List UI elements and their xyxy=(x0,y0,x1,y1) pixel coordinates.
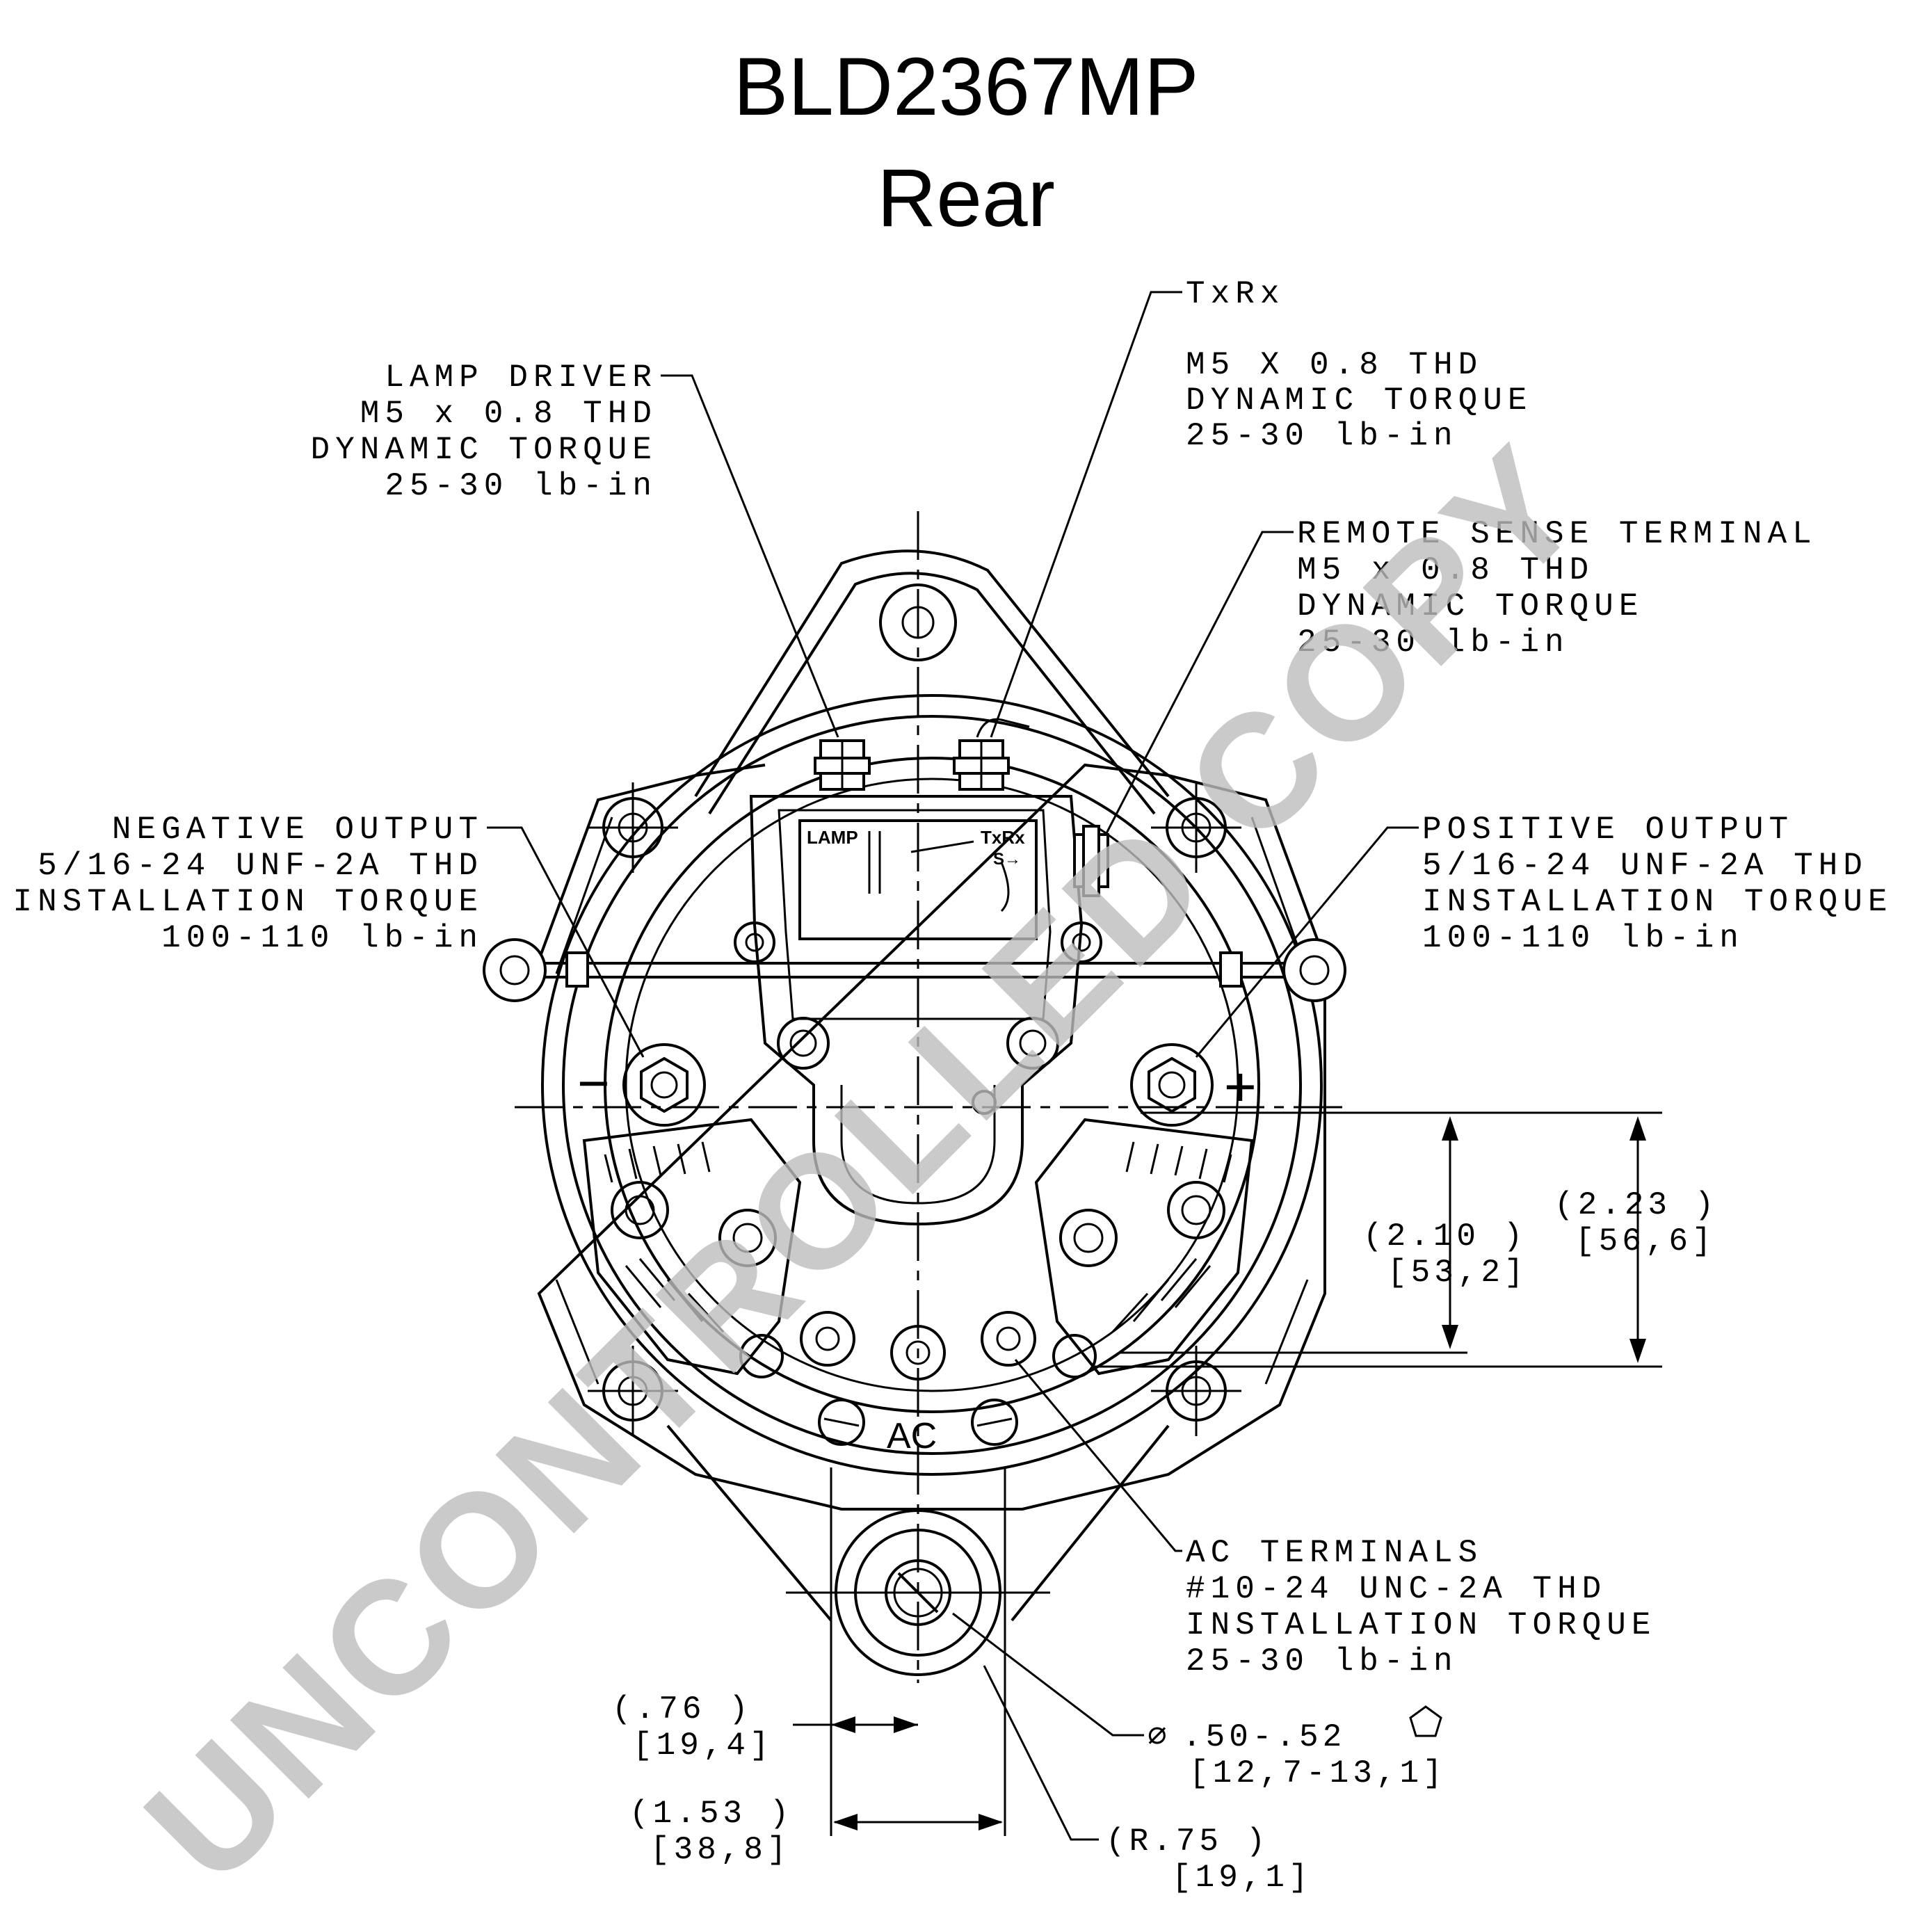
sense-terminal-label: S→ xyxy=(993,850,1021,869)
callout-lamp-driver: LAMP DRIVER M5 x 0.8 THD DYNAMIC TORQUE … xyxy=(311,360,657,504)
remote-sense-line-2: M5 x 0.8 THD xyxy=(1297,552,1594,588)
txrx-terminal-label: TxRx xyxy=(981,827,1025,848)
ac-terminals-line-2: #10-24 UNC-2A THD xyxy=(1186,1571,1607,1607)
lamp-driver-line-4: 25-30 lb-in xyxy=(385,468,657,504)
height-b-inch: (2.23 ) xyxy=(1554,1187,1718,1223)
rectifier-right xyxy=(1034,1118,1254,1376)
ac-terminals: AC xyxy=(739,1311,1097,1456)
ac-label: AC xyxy=(887,1416,937,1456)
lamp-driver-line-1: LAMP DRIVER xyxy=(385,360,657,396)
radius-inch: (R.75 ) xyxy=(1106,1824,1269,1860)
negative-output-terminal: − xyxy=(577,1043,706,1127)
txrx-line-4: 25-30 lb-in xyxy=(1186,418,1458,454)
housing-outer xyxy=(541,694,1323,1476)
left-strap-eye xyxy=(483,938,547,1002)
watermark-uncontrolled-copy: UNCONTROLLED COPY xyxy=(112,411,1618,1917)
positive-output-line-2: 5/16-24 UNF-2A THD xyxy=(1422,848,1868,884)
diameter-symbol: ⌀ xyxy=(1148,1719,1171,1755)
ac-terminals-line-4: 25-30 lb-in xyxy=(1186,1643,1458,1680)
ac-terminals-line-3: INSTALLATION TORQUE xyxy=(1186,1607,1657,1643)
txrx-line-1: TxRx xyxy=(1186,276,1285,312)
height-b-mm: [56,6] xyxy=(1575,1223,1716,1259)
negative-output-line-4: 100-110 lb-in xyxy=(161,920,483,956)
callout-ac-terminals: AC TERMINALS #10-24 UNC-2A THD INSTALLAT… xyxy=(1186,1535,1657,1680)
positive-sign: + xyxy=(1224,1056,1257,1118)
negative-output-line-3: INSTALLATION TORQUE xyxy=(13,884,484,920)
remote-sense-line-4: 25-30 lb-in xyxy=(1297,625,1570,661)
model-title: BLD2367MP xyxy=(733,41,1198,133)
right-strap-eye xyxy=(1282,938,1346,1002)
negative-output-line-1: NEGATIVE OUTPUT xyxy=(112,812,483,848)
ac-terminals-line-1: AC TERMINALS xyxy=(1186,1535,1483,1571)
height-a-mm: [53,2] xyxy=(1387,1255,1528,1291)
lamp-driver-line-3: DYNAMIC TORQUE xyxy=(311,432,657,468)
txrx-terminal xyxy=(953,718,1030,791)
radius-mm: [19,1] xyxy=(1172,1860,1312,1896)
txrx-line-2: M5 X 0.8 THD xyxy=(1186,347,1483,383)
remote-sense-line-3: DYNAMIC TORQUE xyxy=(1297,588,1643,625)
dimension-hole: ⌀ .50-.52 [12,7-13,1] (R.75 ) [19,1] xyxy=(1106,1705,1447,1896)
width-mm: [38,8] xyxy=(650,1832,791,1868)
callout-negative-output: NEGATIVE OUTPUT 5/16-24 UNF-2A THD INSTA… xyxy=(13,812,484,956)
diameter-mm: [12,7-13,1] xyxy=(1189,1755,1447,1792)
negative-sign: − xyxy=(577,1052,610,1114)
rectifier-left xyxy=(582,1118,802,1376)
positive-output-line-4: 100-110 lb-in xyxy=(1422,920,1744,956)
callout-positive-output: POSITIVE OUTPUT 5/16-24 UNF-2A THD INSTA… xyxy=(1422,812,1893,956)
remote-sense-terminal xyxy=(1073,825,1109,897)
width-inch: (1.53 ) xyxy=(629,1796,793,1832)
dimension-widths: (.76 ) [19,4] (1.53 ) [38,8] xyxy=(612,1467,1006,1868)
center-lines xyxy=(515,511,1349,1683)
lamp-driver-terminal xyxy=(814,739,871,791)
callout-txrx: TxRx M5 X 0.8 THD DYNAMIC TORQUE 25-30 l… xyxy=(1186,276,1532,454)
txrx-line-3: DYNAMIC TORQUE xyxy=(1186,383,1532,419)
offset-mm: [19,4] xyxy=(633,1728,773,1764)
pentagon-symbol xyxy=(1409,1705,1442,1737)
height-a-inch: (2.10 ) xyxy=(1363,1218,1527,1255)
dimension-heights: (2.10 ) [53,2] (2.23 ) [56,6] xyxy=(1092,1111,1718,1368)
lamp-terminal-label: LAMP xyxy=(807,827,858,848)
positive-output-line-3: INSTALLATION TORQUE xyxy=(1422,884,1893,920)
lamp-driver-line-2: M5 x 0.8 THD xyxy=(360,396,657,432)
callout-remote-sense: REMOTE SENSE TERMINAL M5 x 0.8 THD DYNAM… xyxy=(1297,516,1817,661)
diameter-inch: .50-.52 xyxy=(1182,1719,1346,1755)
leader-lines xyxy=(487,291,1419,1841)
negative-output-line-2: 5/16-24 UNF-2A THD xyxy=(38,848,483,884)
remote-sense-line-1: REMOTE SENSE TERMINAL xyxy=(1297,516,1817,552)
top-mount-hole xyxy=(879,583,957,661)
positive-output-line-1: POSITIVE OUTPUT xyxy=(1422,812,1794,848)
view-title: Rear xyxy=(877,152,1055,244)
offset-inch: (.76 ) xyxy=(612,1691,752,1728)
